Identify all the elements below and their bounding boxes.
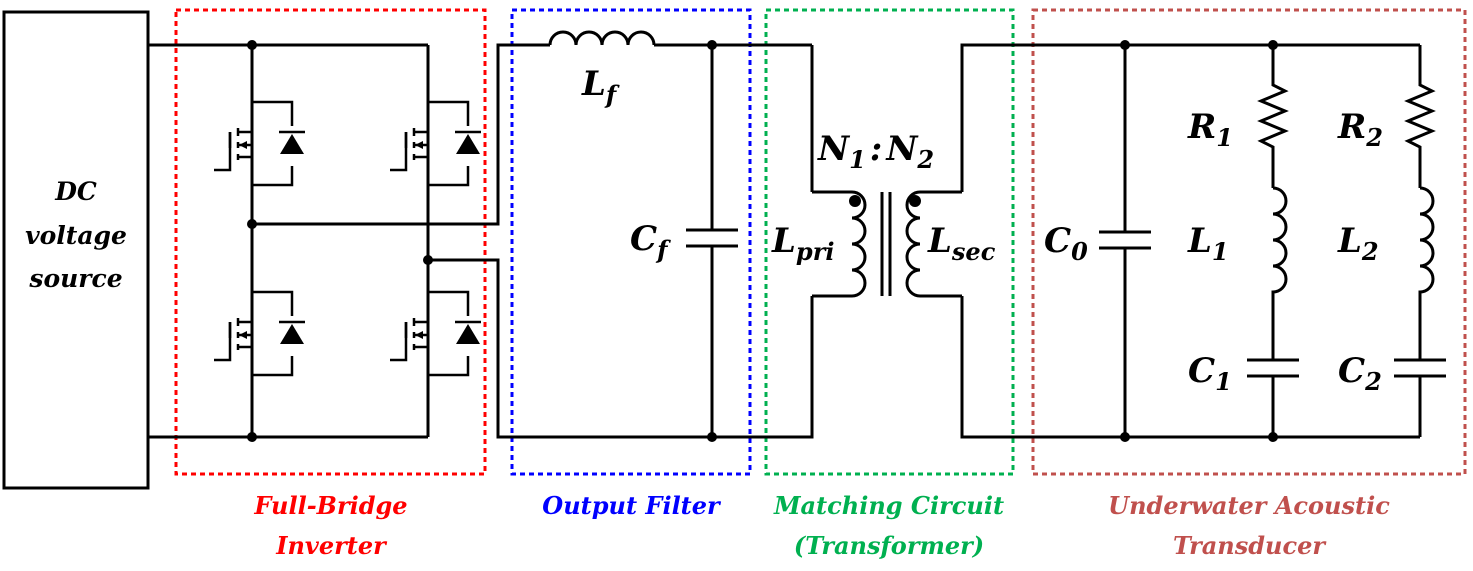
dc-source-label-1: DC xyxy=(54,177,97,206)
filter-block xyxy=(510,8,752,476)
mosfet-q2 xyxy=(388,100,483,187)
c2-label: C2 xyxy=(1338,351,1382,396)
dc-source-label-3: source xyxy=(28,264,122,293)
inverter-caption-1: Full-Bridge xyxy=(253,491,407,520)
c0-capacitor xyxy=(1099,45,1151,437)
c1-label: C1 xyxy=(1188,351,1232,396)
dc-source-box xyxy=(2,10,150,490)
l2-inductor xyxy=(1418,186,1435,360)
primary-dot xyxy=(849,195,861,207)
inverter-block xyxy=(174,8,487,476)
inverter-out-a xyxy=(252,43,550,226)
lpri-label: Lpri xyxy=(771,221,834,266)
lf-inductor xyxy=(548,30,656,46)
l1-inductor xyxy=(1271,186,1288,360)
lf-label: Lf xyxy=(581,64,620,109)
secondary-dot xyxy=(909,195,921,207)
transducer-block xyxy=(1031,8,1467,476)
cf-label: Cf xyxy=(630,219,671,264)
c0-label: C0 xyxy=(1044,221,1088,266)
dc-source-label-2: voltage xyxy=(25,221,127,250)
matching-caption-2: (Transformer) xyxy=(794,531,984,560)
inverter-caption-2: Inverter xyxy=(275,531,388,560)
filter-caption: Output Filter xyxy=(542,491,722,520)
c1-capacitor xyxy=(1247,358,1299,437)
secondary-winding xyxy=(905,190,962,298)
l2-label: L2 xyxy=(1337,221,1379,266)
matching-block xyxy=(764,8,1015,476)
matching-caption-1: Matching Circuit xyxy=(773,491,1004,520)
mosfet-q4 xyxy=(388,290,483,377)
r2-label: R2 xyxy=(1337,107,1383,152)
r1-resistor xyxy=(1257,45,1289,188)
r1-label: R1 xyxy=(1187,107,1233,152)
transducer-caption-2: Transducer xyxy=(1173,531,1327,560)
primary-winding xyxy=(812,190,867,298)
inverter-out-b xyxy=(428,258,712,439)
mosfet-q3 xyxy=(212,290,307,377)
lsec-label: Lsec xyxy=(927,221,996,266)
l1-label: L1 xyxy=(1187,221,1229,266)
transducer-caption-1: Underwater Acoustic xyxy=(1108,491,1390,520)
c2-capacitor xyxy=(1394,358,1446,437)
cf-capacitor xyxy=(686,45,738,437)
turns-ratio-label: N1:N2 xyxy=(817,129,934,174)
r2-resistor xyxy=(1404,45,1436,188)
mosfet-q1 xyxy=(212,100,307,187)
transformer-core xyxy=(880,192,892,296)
